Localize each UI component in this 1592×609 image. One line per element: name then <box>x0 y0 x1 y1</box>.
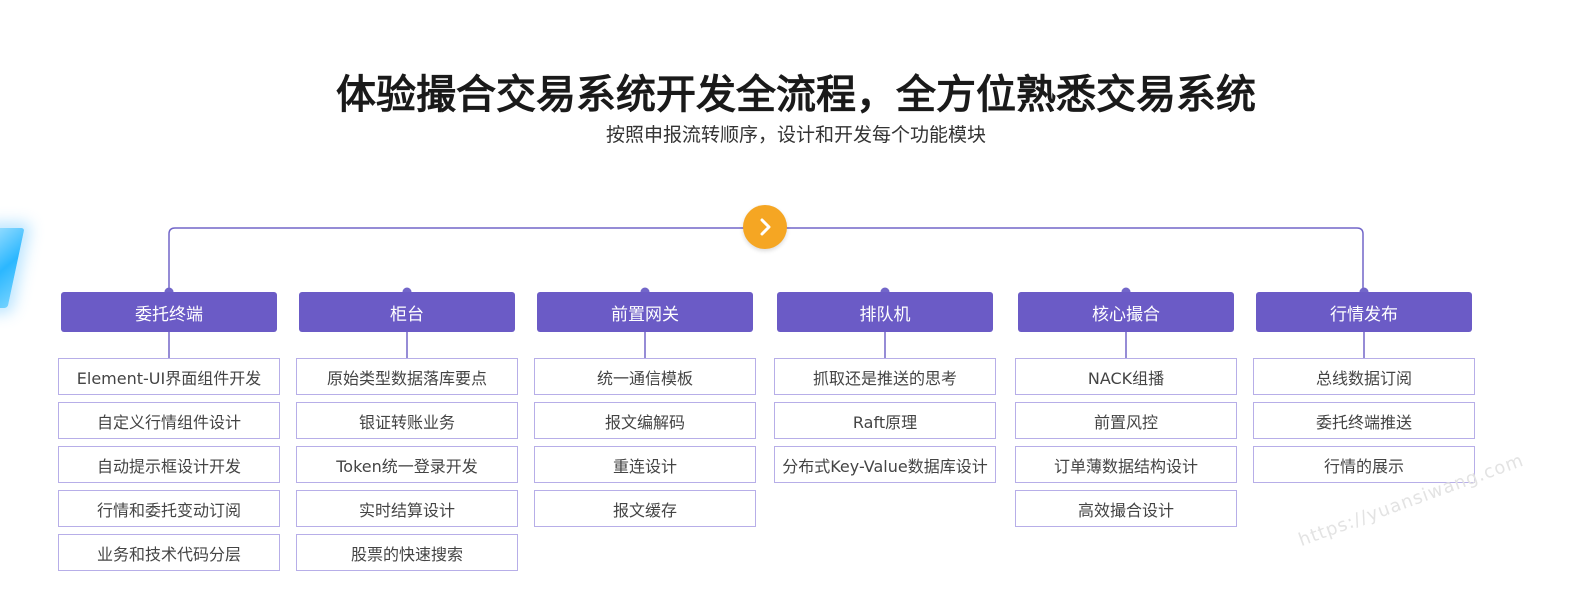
module-item: 业务和技术代码分层 <box>58 534 280 571</box>
page-subtitle: 按照申报流转顺序，设计和开发每个功能模块 <box>605 124 986 146</box>
module-item: 自定义行情组件设计 <box>58 402 280 439</box>
module-item: Element-UI界面组件开发 <box>58 358 280 395</box>
module-item: 银证转账业务 <box>296 402 518 439</box>
module-header: 前置网关 <box>537 292 753 332</box>
module-item: 实时结算设计 <box>296 490 518 527</box>
module-item: NACK组播 <box>1015 358 1237 395</box>
module-header: 行情发布 <box>1256 292 1472 332</box>
module-item: 重连设计 <box>534 446 756 483</box>
module-item: 抓取还是推送的思考 <box>774 358 996 395</box>
module-item: 报文编解码 <box>534 402 756 439</box>
module-item: 统一通信模板 <box>534 358 756 395</box>
module-item: 行情和委托变动订阅 <box>58 490 280 527</box>
page-title: 体验撮合交易系统开发全流程，全方位熟悉交易系统 <box>336 72 1256 118</box>
module-item: 前置风控 <box>1015 402 1237 439</box>
module-item: Token统一登录开发 <box>296 446 518 483</box>
module-item: 高效撮合设计 <box>1015 490 1237 527</box>
module-header: 柜台 <box>299 292 515 332</box>
module-item: 原始类型数据落库要点 <box>296 358 518 395</box>
module-item: 总线数据订阅 <box>1253 358 1475 395</box>
module-item: 委托终端推送 <box>1253 402 1475 439</box>
module-header: 排队机 <box>777 292 993 332</box>
module-item: 股票的快速搜索 <box>296 534 518 571</box>
module-header: 委托终端 <box>61 292 277 332</box>
module-item: 分布式Key-Value数据库设计 <box>774 446 996 483</box>
module-item: 订单薄数据结构设计 <box>1015 446 1237 483</box>
module-header: 核心撮合 <box>1018 292 1234 332</box>
module-item: 报文缓存 <box>534 490 756 527</box>
module-item: 自动提示框设计开发 <box>58 446 280 483</box>
module-item: 行情的展示 <box>1253 446 1475 483</box>
module-item: Raft原理 <box>774 402 996 439</box>
next-button[interactable] <box>743 205 787 249</box>
chevron-right-icon <box>760 218 771 236</box>
